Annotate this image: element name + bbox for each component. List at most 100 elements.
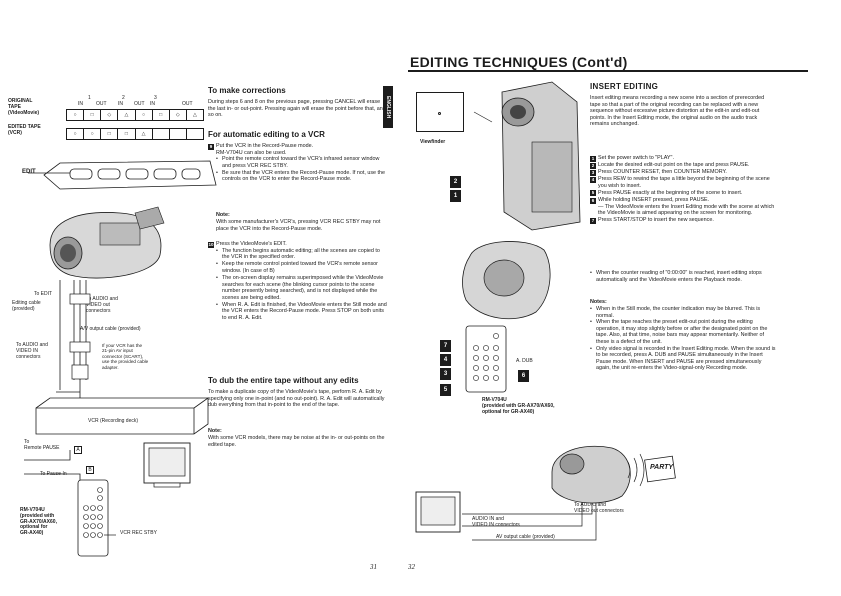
edited-tape-strip: ○○□□△ [66,128,204,140]
step-9-bullet-2: Be sure that the VCR enters the Record-P… [216,170,388,183]
step-10-bullet-4: When R. A. Edit is finished, the VideoMo… [216,302,388,322]
tag-b: B [86,466,94,474]
step-num-10: 10 [208,241,214,248]
out-label-2: OUT [134,101,145,107]
left-page-number: 31 [370,563,377,571]
insert-heading: INSERT EDITING [590,82,659,91]
viewfinder-dot [438,112,441,115]
cables-drawing [56,280,91,398]
editing-cable-label: Editing cable (provided) [12,300,41,312]
tag-right-1: 1 [450,190,461,202]
page-title: EDITING TECHNIQUES (Cont'd) [410,54,628,70]
insert-step-num-4: 4 [590,176,596,183]
right-av-cable-label: AV output cable (provided) [496,534,555,540]
mark-2: 2 [122,95,125,101]
original-tape-label: ORIGINAL TAPE (VideoMovie) [8,98,40,116]
insert-step-num-6: 6 [590,197,596,204]
tag-right-3: 3 [440,368,451,380]
insert-step-7-text: Press START/STOP to insert the new seque… [598,217,714,224]
to-audio-video-in-label: To AUDIO and VIDEO IN connectors [16,342,48,360]
auto-edit-note-text: With some manufacturer's VCR's, pressing… [216,219,381,232]
insert-note-2: When the tape reaches the preset edit-ou… [590,319,776,345]
tv-drawing [143,442,191,488]
step-10-bullet-2: Keep the remote control pointed toward t… [216,261,388,274]
insert-bullet-after: When the counter reading of "0:00:00" is… [590,270,776,283]
title-rule [408,70,808,72]
party-sign: PARTY [650,464,674,471]
insert-note-1: When in the Still mode, the counter indi… [590,306,776,319]
out-label-1: OUT [96,101,107,107]
in-label-1: IN [78,101,83,107]
adub-label: A. DUB [516,358,533,364]
right-remote-drawing [465,325,507,393]
step-9-bullet-1: Point the remote control toward the VCR'… [216,156,388,169]
insert-intro: Insert editing means recording a new sce… [590,95,765,128]
right-page-number: 32 [408,563,415,571]
insert-step-5-text: Press PAUSE exactly at the beginning of … [598,189,743,196]
tag-right-7: 7 [440,340,451,352]
mark-1: 1 [88,95,91,101]
tag-right-6: 6 [518,370,529,382]
insert-step-3-text: Press COUNTER RESET, then COUNTER MEMORY… [598,169,727,176]
corrections-heading: To make corrections [208,86,286,95]
camcorder-bottom-drawing [462,241,551,320]
insert-step-1-text: Set the power switch to "PLAY". [598,155,674,161]
tag-right-5: 5 [440,384,451,396]
dub-note-text: With some VCR models, there may be noise… [208,435,385,448]
tag-a: A [74,446,82,454]
dub-body: To make a duplicate copy of the VideoMov… [208,389,385,409]
camcorder-drawing [49,206,165,279]
insert-step-num-1: 1 [590,155,596,162]
right-tv-drawing [415,491,461,533]
to-edit-label: To EDIT [34,291,53,297]
av-cable-label: A/V output cable (provided) [80,326,141,332]
vcr-recording-deck-label: VCR (Recording deck) [88,418,139,424]
step-10-bullet-1: The function begins automatic editing; a… [216,248,388,261]
insert-step-2-text: Locate the desired edit-out point on the… [598,162,750,169]
insert-auto-stop-bullet: When the counter reading of "0:00:00" is… [590,270,776,283]
to-audio-out-right-label: To AUDIO and VIDEO out connectors [574,502,624,514]
english-tab: ENGLISH [383,86,393,128]
step-9-text: Put the VCR in the Record-Pause mode. RM… [216,143,314,156]
left-page: ORIGINAL TAPE (VideoMovie) EDITED TAPE (… [0,0,420,596]
edited-tape-label: EDITED TAPE (VCR) [8,124,41,136]
camcorder-side-drawing [473,81,581,231]
in-label-3: IN [150,101,155,107]
viewfinder-label: Viewfinder [420,139,446,145]
auto-edit-step-10: 10 Press the VideoMovie's EDIT. The func… [208,241,388,322]
scart-note: If your VCR has the 21-pin AV input conn… [102,343,149,370]
camera-top-panel-drawing [28,160,217,190]
dub-note-title: Note: [208,428,222,434]
tag-right-4: 4 [440,354,451,366]
mark-3: 3 [154,95,157,101]
vcr-rec-stby-label: VCR REC STBY [120,530,157,536]
remote-control-drawing [77,479,116,557]
vcr-drawing [35,397,209,435]
audio-in-label: AUDIO IN and VIDEO IN connectors [472,516,520,528]
right-page: EDITING TECHNIQUES (Cont'd) Viewfinder 2… [408,0,841,596]
insert-step-num-2: 2 [590,162,596,169]
auto-edit-heading: For automatic editing to a VCR [208,130,325,139]
edit-label: EDIT [22,169,36,175]
insert-step-num-7: 7 [590,217,596,224]
tag-right-2: 2 [450,176,461,188]
step-10-text: Press the VideoMovie's EDIT. [216,241,287,247]
step-10-bullet-3: The on-screen display remains superimpos… [216,275,388,301]
right-cables-drawing [462,500,597,541]
auto-edit-step-9: 9 Put the VCR in the Record-Pause mode. … [208,143,388,184]
dub-heading: To dub the entire tape without any edits [208,376,359,385]
insert-step-4-text: Press REW to rewind the tape a little be… [598,176,770,189]
to-remote-pause-label: To Remote PAUSE [24,439,60,451]
insert-notes: When in the Still mode, the counter indi… [590,306,776,372]
insert-notes-title: Notes: [590,299,607,305]
insert-step-num-5: 5 [590,190,596,197]
insert-step-6-text: While holding INSERT pressed, press PAUS… [598,197,775,217]
insert-note-3: Only video signal is recorded in the Ins… [590,346,776,372]
